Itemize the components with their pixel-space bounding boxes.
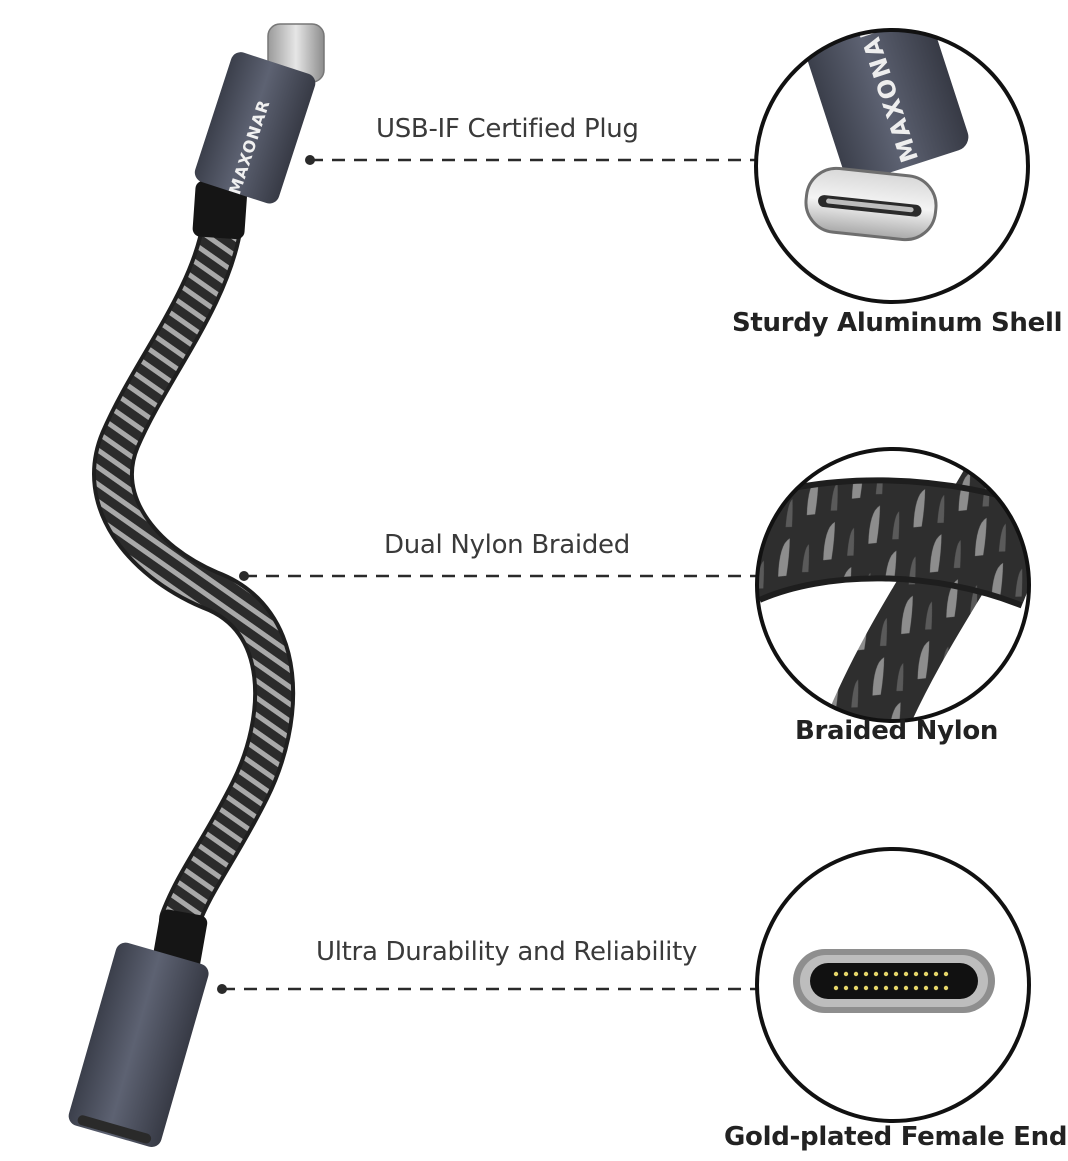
cable-illustration: MAXONAR [68,23,325,1147]
callout-usb-if-certified-plug: USB-IF Certified Plug [376,114,639,144]
zoom-circle-female-end [755,847,1031,1123]
caption-braided-nylon: Braided Nylon [795,716,999,746]
leader-lines [217,155,757,994]
usb-c-female-end [68,909,209,1147]
zoom-circle-braided-nylon [755,447,1031,723]
usb-c-male-plug: MAXONAR [192,23,325,240]
zoom-circle-aluminum-shell: MAXONAR [754,28,1030,304]
gold-pins [833,971,949,991]
caption-gold-plated-female-end: Gold-plated Female End [724,1122,1068,1152]
caption-sturdy-aluminum-shell: Sturdy Aluminum Shell [732,308,1063,338]
callout-dual-nylon-braided: Dual Nylon Braided [384,530,630,560]
callout-ultra-durability: Ultra Durability and Reliability [316,937,698,967]
